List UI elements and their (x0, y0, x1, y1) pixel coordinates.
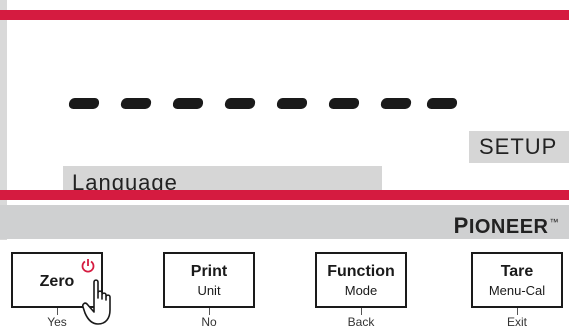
mode-label: SETUP (469, 131, 569, 163)
key-tick (209, 308, 210, 315)
no-label: No (201, 315, 217, 329)
lcd-display: SETUP Language (7, 20, 569, 200)
display-top-stripe (0, 10, 569, 20)
tare-label: Tare (500, 263, 534, 280)
print-button[interactable]: Print Unit (163, 252, 255, 308)
print-label: Print (190, 263, 228, 280)
reading-dash (276, 98, 308, 109)
back-label: Back (347, 315, 375, 329)
power-icon (81, 259, 95, 273)
key-tick (517, 308, 518, 315)
display-bezel-left (0, 0, 7, 240)
reading-dash (68, 98, 100, 109)
menu-cal-label: Menu-Cal (488, 283, 546, 298)
reading-dash (426, 98, 458, 109)
yes-label: Yes (47, 315, 67, 329)
mode-sub-label: Mode (344, 283, 378, 298)
reading-dash (224, 98, 256, 109)
key-tick (57, 308, 58, 315)
reading-dash (380, 98, 412, 109)
reading-dash (120, 98, 152, 109)
unit-label: Unit (197, 283, 221, 298)
display-bottom-stripe (0, 190, 569, 200)
brand-bar: PIONEER™ (0, 205, 569, 239)
zero-label: Zero (39, 273, 75, 290)
function-label: Function (327, 263, 395, 280)
tare-button[interactable]: Tare Menu-Cal (471, 252, 563, 308)
key-tick (361, 308, 362, 315)
zero-button[interactable]: Zero (11, 252, 103, 308)
exit-label: Exit (506, 315, 527, 329)
hand-pointer-icon (82, 279, 111, 325)
brand-logo: PIONEER™ (453, 213, 559, 238)
reading-dash (328, 98, 360, 109)
reading-dash (172, 98, 204, 109)
function-button[interactable]: Function Mode (315, 252, 407, 308)
